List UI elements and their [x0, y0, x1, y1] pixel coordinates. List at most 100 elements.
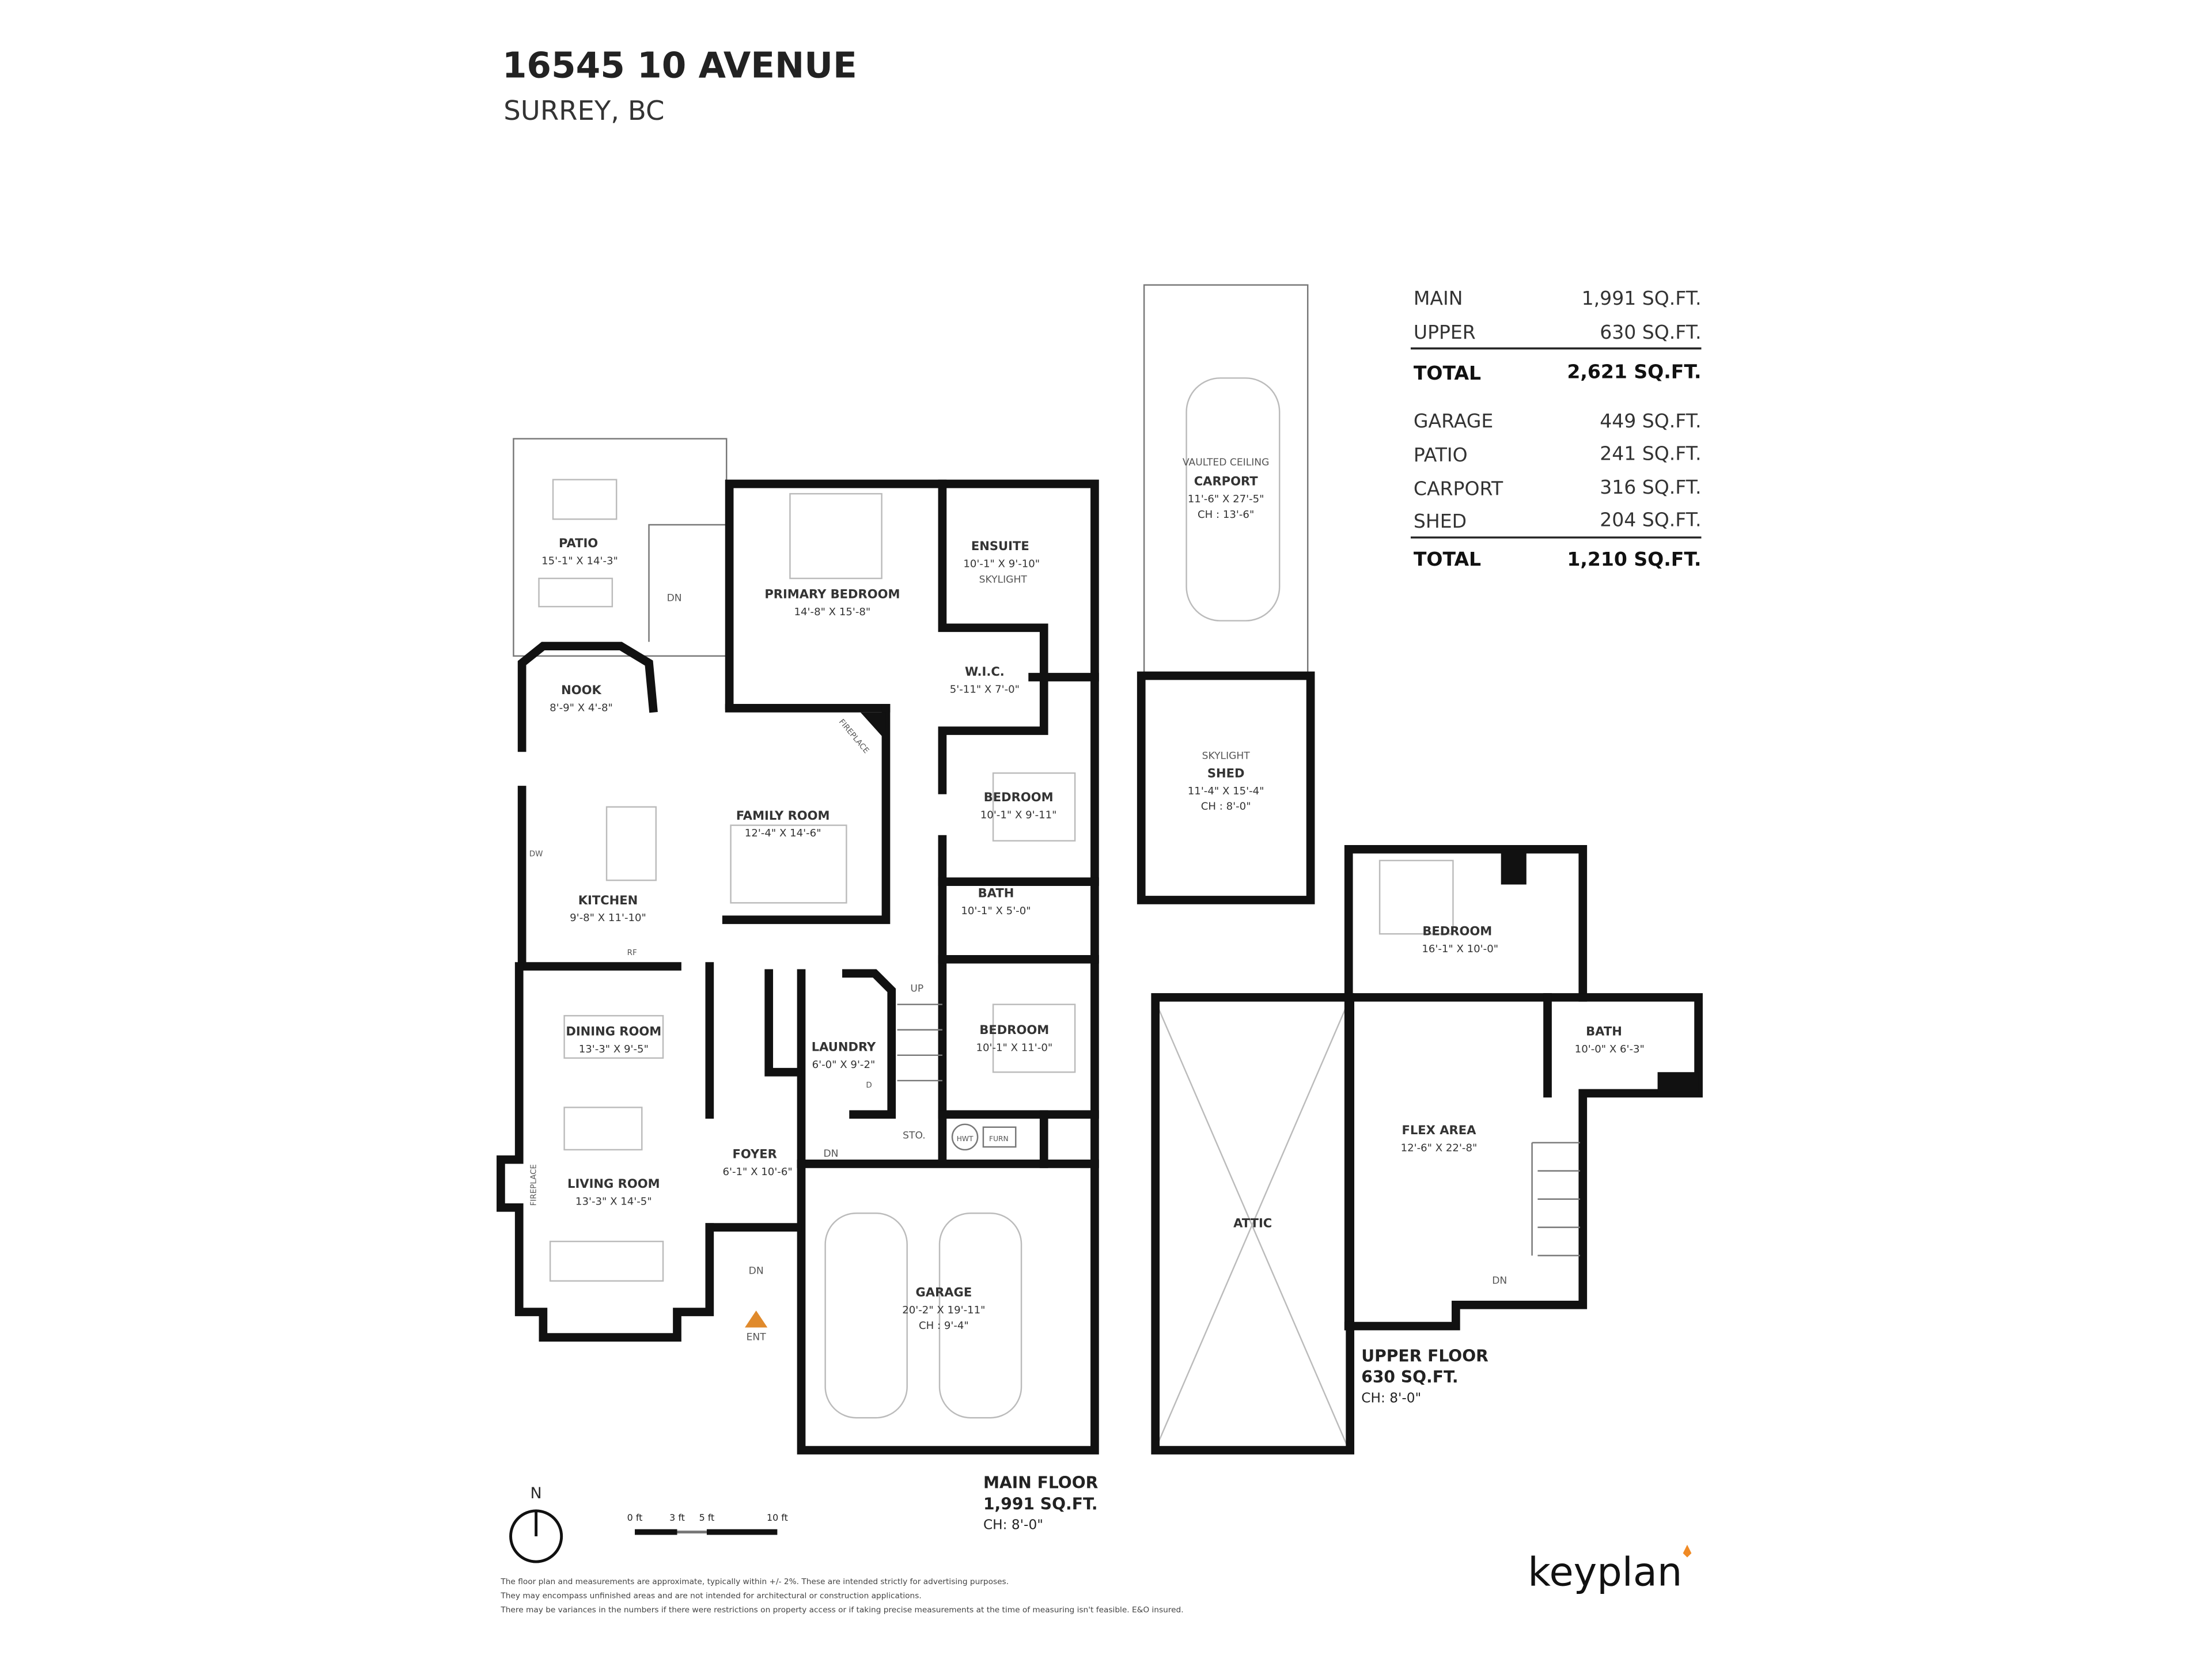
entry-marker-icon: [745, 1310, 768, 1328]
room-dimensions: 10'-1" X 9'-11": [980, 809, 1057, 821]
room-name: FLEX AREA: [1402, 1123, 1477, 1137]
room-dimensions: 9'-8" X 11'-10": [570, 912, 646, 924]
area-value: 316 SQ.FT.: [1600, 476, 1701, 498]
floor-name: MAIN FLOOR: [983, 1474, 1099, 1493]
dryer-label: D: [866, 1081, 872, 1090]
scale-tick-label: 5 ft: [699, 1512, 715, 1523]
disclaimer: The floor plan and measurements are appr…: [500, 1577, 1183, 1615]
ceiling-height: CH : 13'-6": [1198, 509, 1254, 521]
room-dimensions: 11'-6" X 27'-5": [1188, 493, 1264, 505]
room-dimensions: 6'-0" X 9'-2": [812, 1059, 876, 1071]
main-floor-walls: [497, 438, 1099, 1455]
ceiling-height: CH : 9'-4": [919, 1320, 969, 1332]
outbuildings-and-upper: [897, 284, 1703, 1455]
room-name: BEDROOM: [979, 1022, 1049, 1037]
room-note: SKYLIGHT: [1202, 751, 1251, 762]
room-dimensions: 12'-6" X 22'-8": [1401, 1142, 1478, 1154]
logo-accent-icon: [1683, 1544, 1692, 1558]
area-value: 449 SQ.FT.: [1600, 410, 1701, 432]
total-label: TOTAL: [1414, 362, 1481, 384]
room-name: FOYER: [733, 1147, 777, 1161]
property-address: 16545 10 AVENUE: [502, 46, 857, 86]
stair-outline: [648, 524, 727, 642]
floor-ceiling-height: CH: 8'-0": [1361, 1390, 1421, 1406]
room-dimensions: 13'-3" X 9'-5": [579, 1043, 649, 1055]
room-name: PATIO: [559, 536, 598, 550]
room-name: NOOK: [561, 683, 601, 697]
area-label: MAIN: [1414, 287, 1463, 309]
room-dimensions: 10'-1" X 5'-0": [961, 905, 1031, 917]
fireplace-label: FIREPLACE: [530, 1164, 539, 1206]
area-value: 241 SQ.FT.: [1600, 442, 1701, 464]
stairs-down-label: DN: [749, 1265, 764, 1277]
room-dimensions: 20'-2" X 19'-11": [902, 1304, 985, 1316]
scale-tick-label: 10 ft: [767, 1512, 788, 1523]
area-label: PATIO: [1414, 444, 1468, 466]
stairs-up-label: UP: [910, 983, 923, 995]
keyplan-logo: keyplan: [1528, 1544, 1692, 1596]
room-dimensions: 12'-4" X 14'-6": [745, 827, 821, 839]
room-name: CARPORT: [1194, 474, 1259, 488]
room-dimensions: 10'-0" X 6'-3": [1575, 1043, 1645, 1055]
disclaimer-line: They may encompass unfinished areas and …: [500, 1592, 921, 1601]
dishwasher-label: DW: [529, 850, 543, 859]
north-label: N: [531, 1484, 542, 1502]
furnace-label: FURN: [989, 1135, 1009, 1143]
patio-outline: [513, 438, 728, 657]
floor-area: 630 SQ.FT.: [1361, 1368, 1458, 1387]
property-city: SURREY, BC: [503, 95, 664, 126]
area-value: 1,991 SQ.FT.: [1582, 287, 1702, 309]
room-labels: PATIO 15'-1" X 14'-3" PRIMARY BEDROOM 14…: [541, 457, 1645, 1332]
north-compass: N: [509, 1484, 563, 1563]
room-dimensions: 5'-11" X 7'-0": [950, 683, 1020, 695]
ceiling-height: CH : 8'-0": [1201, 801, 1251, 813]
entry-label: ENT: [747, 1332, 767, 1343]
room-name: W.I.C.: [965, 664, 1005, 679]
room-dimensions: 10'-1" X 9'-10": [963, 558, 1040, 570]
fridge-label: RF: [627, 949, 637, 957]
disclaimer-line: There may be variances in the numbers if…: [500, 1605, 1183, 1615]
storage-label: STO.: [903, 1130, 926, 1141]
room-name: SHED: [1207, 766, 1245, 780]
stairs-down-label: DN: [667, 592, 682, 604]
area-table: MAIN 1,991 SQ.FT. UPPER 630 SQ.FT. TOTAL…: [1410, 287, 1702, 570]
room-name: BATH: [1586, 1024, 1622, 1039]
room-name: PRIMARY BEDROOM: [764, 586, 900, 601]
total-value: 1,210 SQ.FT.: [1567, 548, 1701, 570]
stairs-down-label: DN: [1492, 1275, 1507, 1287]
total-value: 2,621 SQ.FT.: [1567, 360, 1701, 382]
room-name: BATH: [978, 886, 1014, 900]
logo-text: keyplan: [1528, 1550, 1682, 1596]
room-name: LIVING ROOM: [567, 1176, 660, 1191]
room-dimensions: 16'-1" X 10'-0": [1422, 943, 1498, 955]
room-name: DINING ROOM: [566, 1024, 661, 1039]
total-label: TOTAL: [1414, 548, 1481, 570]
room-note: VAULTED CEILING: [1183, 457, 1269, 468]
room-name: FAMILY ROOM: [736, 808, 830, 823]
disclaimer-line: The floor plan and measurements are appr…: [500, 1577, 1009, 1586]
room-dimensions: 15'-1" X 14'-3": [541, 555, 618, 567]
scale-tick-label: 0 ft: [627, 1512, 643, 1523]
room-dimensions: 14'-8" X 15'-8": [794, 606, 871, 618]
main-floor-caption: MAIN FLOOR 1,991 SQ.FT. CH: 8'-0": [983, 1474, 1099, 1533]
scale-bar: 0 ft 3 ft 5 ft 10 ft: [627, 1512, 788, 1535]
stairs-down-label: DN: [823, 1148, 838, 1160]
room-dimensions: 8'-9" X 4'-8": [550, 702, 613, 714]
room-name: ATTIC: [1233, 1216, 1272, 1230]
floor-area: 1,991 SQ.FT.: [983, 1494, 1098, 1513]
area-value: 630 SQ.FT.: [1600, 321, 1701, 343]
area-label: SHED: [1414, 510, 1467, 532]
shed-walls: [1137, 671, 1315, 904]
furnace-icon: [982, 1126, 1017, 1148]
room-dimensions: 10'-1" X 11'-0": [976, 1041, 1052, 1054]
upper-floor-caption: UPPER FLOOR 630 SQ.FT. CH: 8'-0": [1361, 1346, 1488, 1406]
room-name: BEDROOM: [984, 790, 1054, 804]
room-note: SKYLIGHT: [979, 574, 1028, 585]
water-heater-label: HWT: [957, 1135, 974, 1143]
room-dimensions: 11'-4" X 15'-4": [1188, 785, 1264, 797]
floor-name: UPPER FLOOR: [1361, 1346, 1488, 1365]
fireplace-label: FIREPLACE: [837, 718, 870, 755]
area-value: 204 SQ.FT.: [1600, 508, 1701, 531]
room-name: GARAGE: [916, 1285, 972, 1300]
